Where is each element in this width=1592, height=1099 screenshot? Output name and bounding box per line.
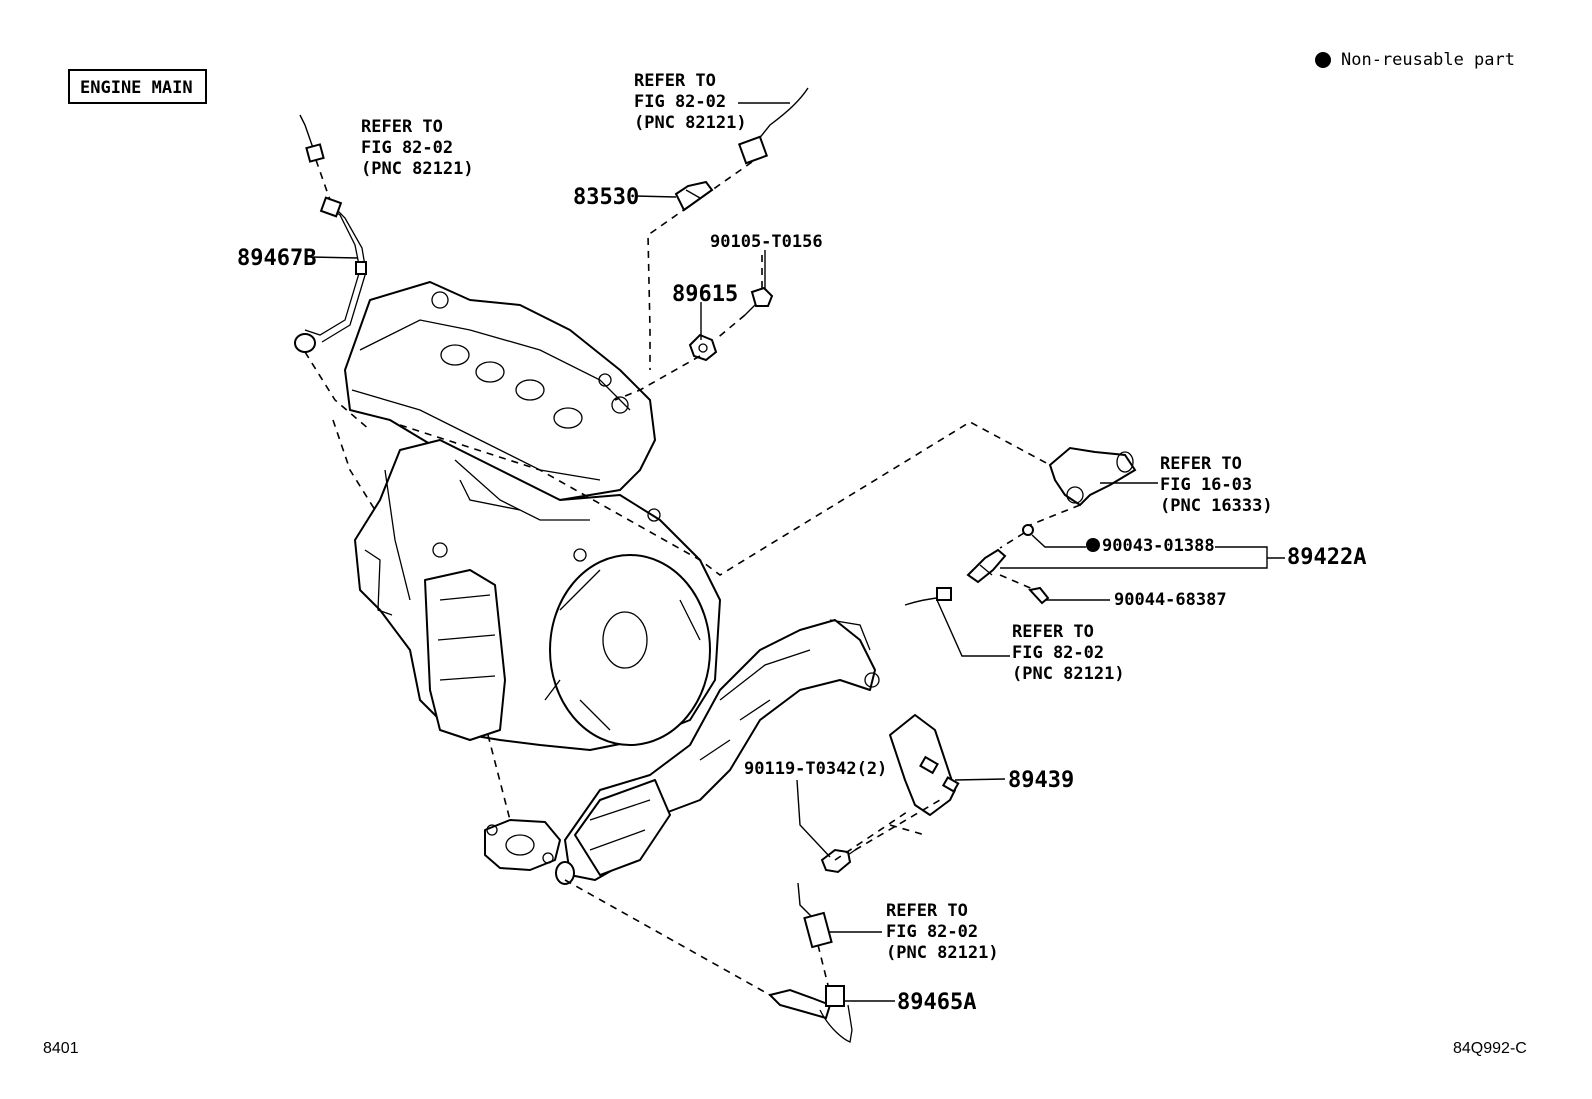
section-label-box: ENGINE MAIN <box>68 69 207 104</box>
non-reusable-dot-icon <box>1086 538 1100 552</box>
refer-block-top-center[interactable]: REFER TO FIG 82-02 (PNC 82121) <box>634 71 747 133</box>
refer-block-right-middle[interactable]: REFER TO FIG 82-02 (PNC 82121) <box>1012 622 1125 684</box>
refer-line: (PNC 82121) <box>361 159 474 179</box>
sensor-89467B-drawing <box>294 114 367 353</box>
refer-block-top-left[interactable]: REFER TO FIG 82-02 (PNC 82121) <box>361 117 474 179</box>
footer-right-code: 84Q992-C <box>1453 1040 1527 1057</box>
non-reusable-dot-icon <box>1315 52 1331 68</box>
part-90105-T0156-label[interactable]: 90105-T0156 <box>710 232 823 252</box>
refer-line: (PNC 82121) <box>634 113 747 133</box>
part-90044-68387-label[interactable]: 90044-68387 <box>1114 590 1227 610</box>
exhaust-pipe-drawing <box>484 619 880 885</box>
legend-text: Non-reusable part <box>1341 50 1515 70</box>
part-90119-T0342-label[interactable]: 90119-T0342(2) <box>744 759 887 779</box>
refer-line: FIG 82-02 <box>1012 643 1104 663</box>
switch-83530-drawing <box>674 87 809 212</box>
engine-block-drawing <box>344 281 721 751</box>
refer-line: REFER TO <box>634 71 716 91</box>
part-89615-label[interactable]: 89615 <box>672 282 738 307</box>
footer-left-code: 8401 <box>43 1040 79 1057</box>
sensor-89465A-drawing <box>768 882 853 1043</box>
part-89465A-label[interactable]: 89465A <box>897 990 976 1015</box>
refer-line: (PNC 82121) <box>1012 664 1125 684</box>
leader-lines <box>309 102 1285 1002</box>
refer-line: REFER TO <box>886 901 968 921</box>
part-83530-label[interactable]: 83530 <box>573 185 639 210</box>
dashed-connectors <box>304 159 1081 996</box>
refer-line: FIG 82-02 <box>886 922 978 942</box>
legend: Non-reusable part <box>1315 50 1515 70</box>
sensor-89615-drawing <box>688 286 774 362</box>
refer-line: FIG 82-02 <box>634 92 726 112</box>
part-89439-label[interactable]: 89439 <box>1008 768 1074 793</box>
sensor-89422A-drawing <box>904 446 1137 606</box>
refer-block-right-upper[interactable]: REFER TO FIG 16-03 (PNC 16333) <box>1160 454 1273 516</box>
refer-line: REFER TO <box>1012 622 1094 642</box>
part-89422A-label[interactable]: 89422A <box>1287 545 1366 570</box>
refer-line: REFER TO <box>1160 454 1242 474</box>
refer-line: (PNC 16333) <box>1160 496 1273 516</box>
part-89467B-label[interactable]: 89467B <box>237 246 316 271</box>
refer-line: FIG 16-03 <box>1160 475 1252 495</box>
refer-line: (PNC 82121) <box>886 943 999 963</box>
bracket-drawing <box>889 714 960 816</box>
section-label: ENGINE MAIN <box>80 78 193 98</box>
bolt-90119-drawing <box>820 847 859 874</box>
refer-line: FIG 82-02 <box>361 138 453 158</box>
refer-line: REFER TO <box>361 117 443 137</box>
part-90043-01388-label[interactable]: 90043-01388 <box>1102 536 1215 556</box>
refer-block-bottom[interactable]: REFER TO FIG 82-02 (PNC 82121) <box>886 901 999 963</box>
